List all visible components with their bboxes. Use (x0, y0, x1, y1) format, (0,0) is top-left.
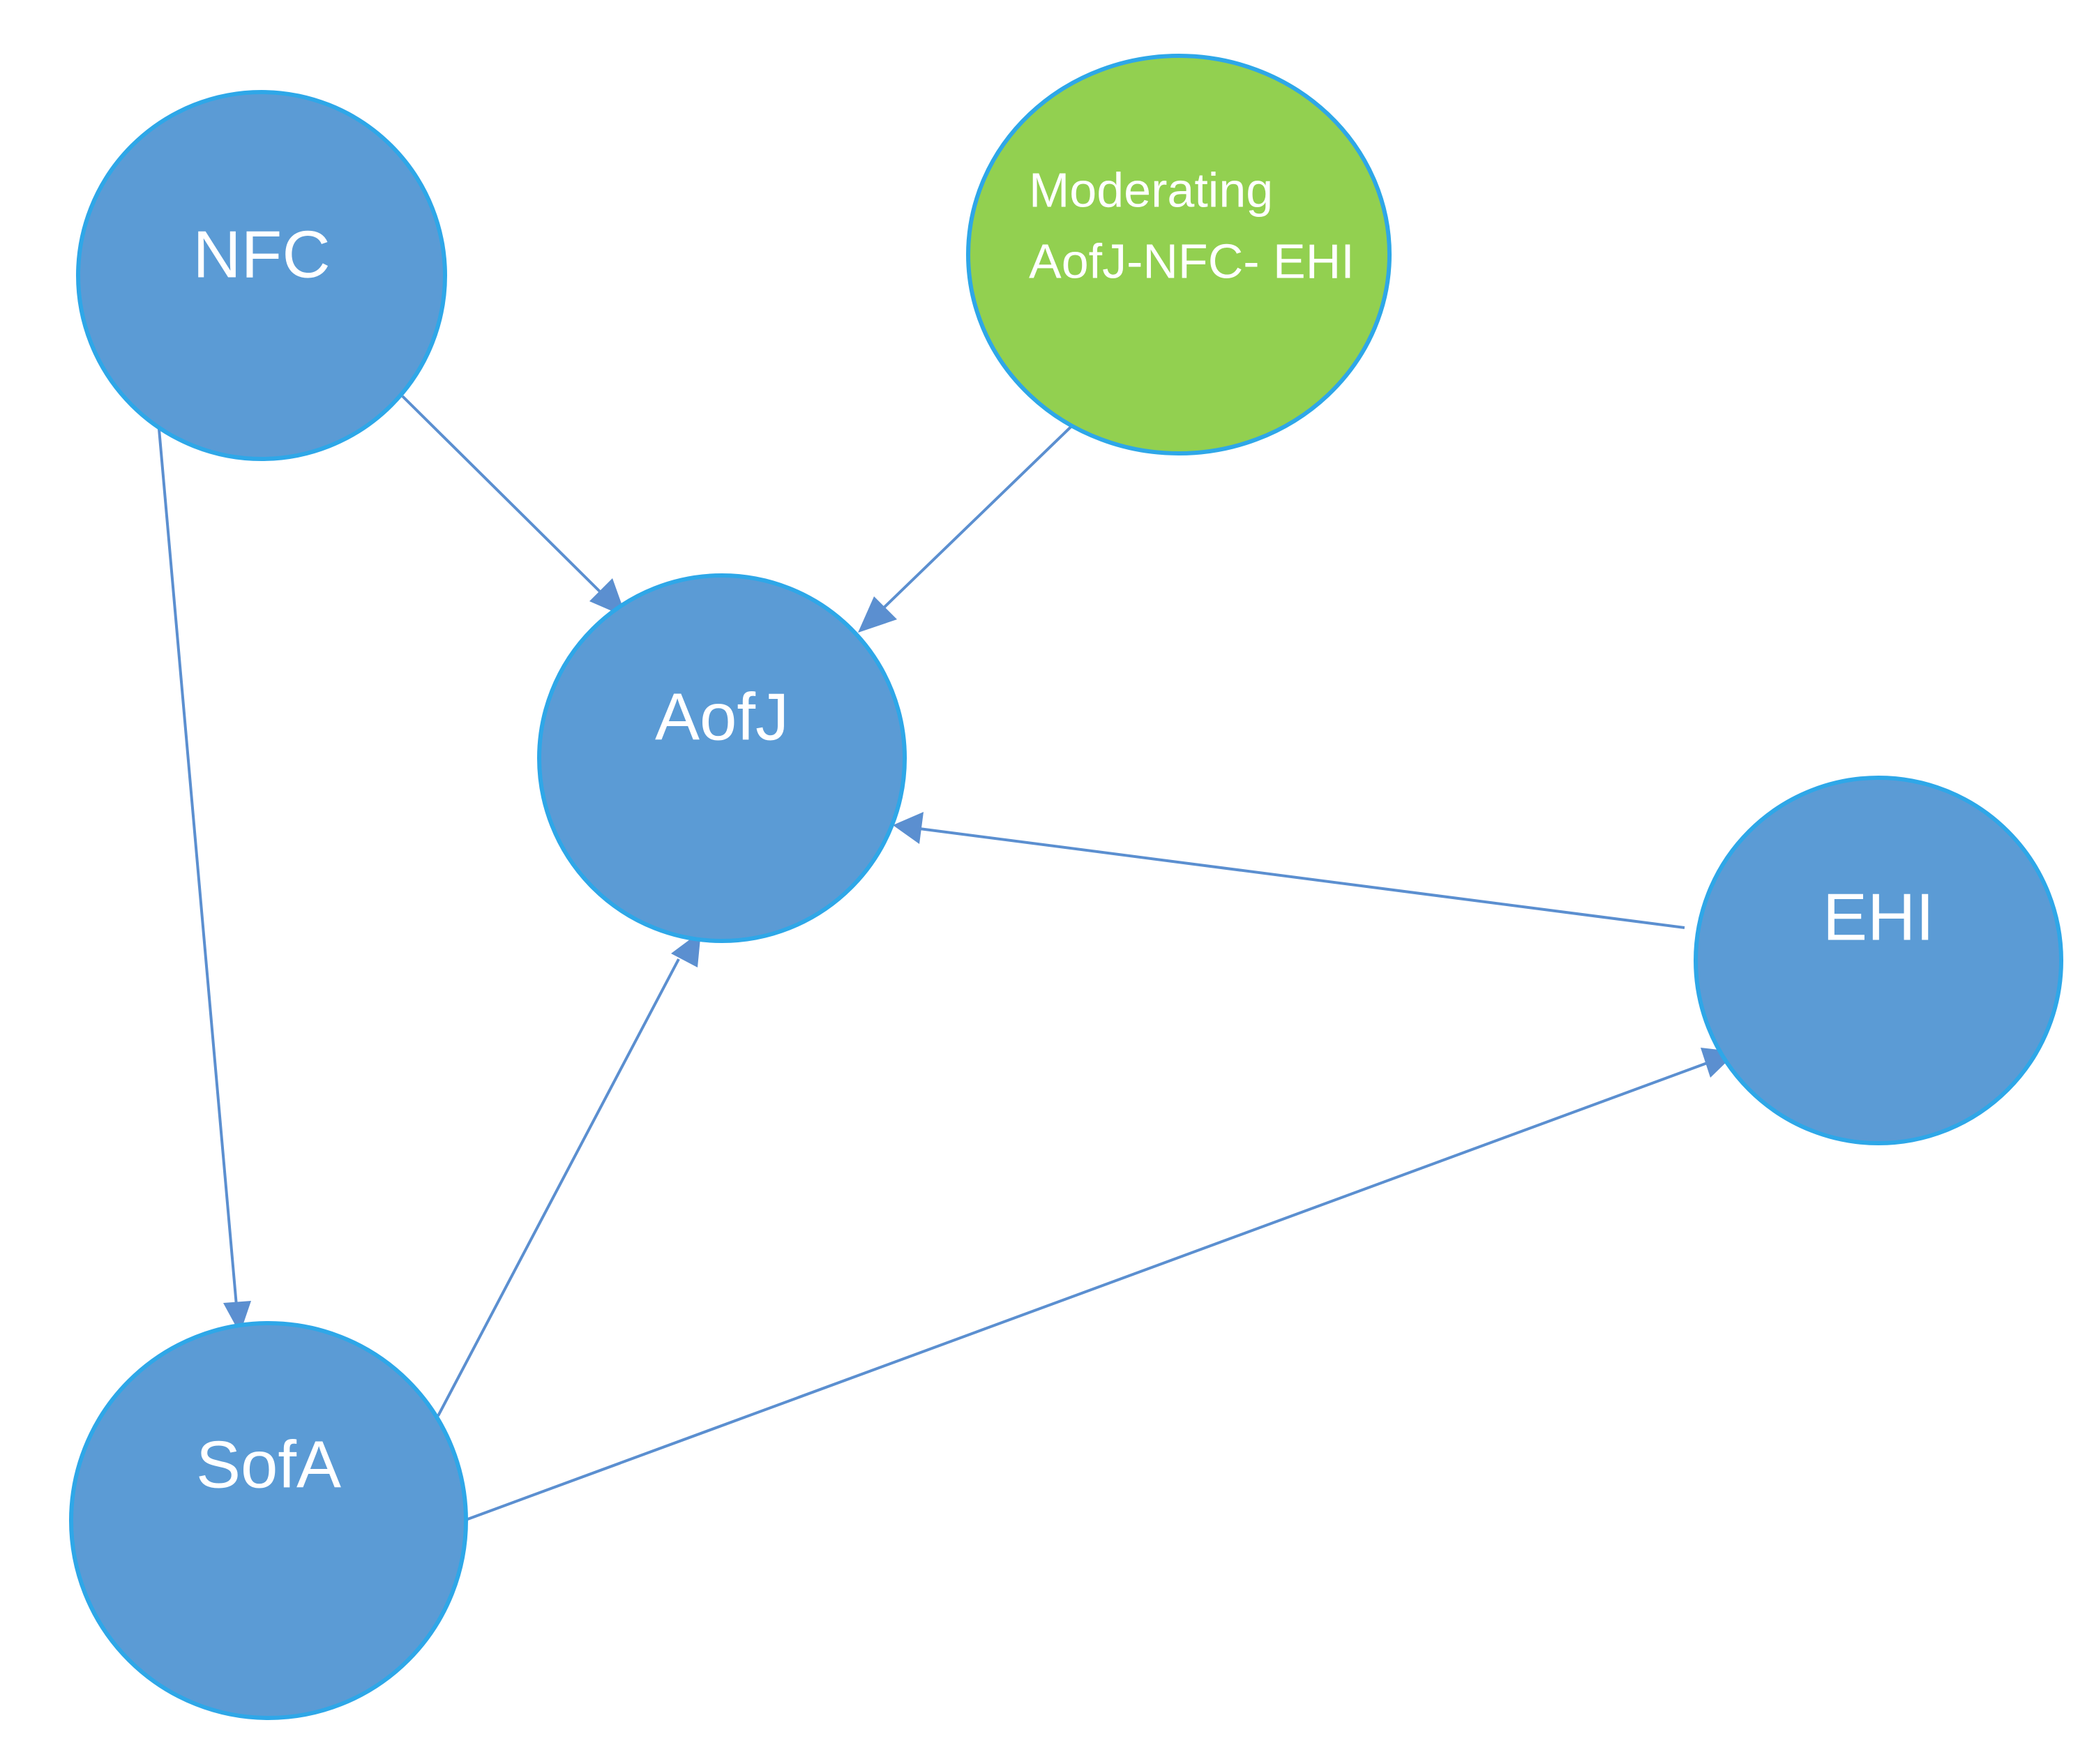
node-aofj: AofJ (537, 573, 907, 943)
node-moderating: Moderating AofJ-NFC- EHI (966, 54, 1392, 455)
node-aofj-circle (537, 573, 907, 943)
arrowhead-nfc-to-sofa (223, 1301, 251, 1334)
node-ehi-circle (1694, 776, 2063, 1145)
node-aofj-label: AofJ (655, 679, 789, 754)
node-nfc: NFC (76, 90, 447, 461)
edge-sofa-to-aofj (437, 958, 680, 1417)
edge-sofa-to-ehi (463, 1061, 1710, 1522)
node-nfc-label: NFC (193, 217, 330, 292)
arrowhead-ehi-to-aofj (893, 812, 924, 844)
node-moderating-label-line1: Moderating (1029, 163, 1273, 217)
node-group: NFC Moderating AofJ-NFC- EHI AofJ EHI So… (69, 54, 2063, 1720)
node-sofa-label: SofA (196, 1427, 341, 1502)
node-ehi: EHI (1694, 776, 2063, 1145)
node-sofa-circle (69, 1321, 468, 1720)
node-sofa: SofA (69, 1321, 468, 1720)
node-moderating-label-line2: AofJ-NFC- EHI (1029, 234, 1355, 288)
node-nfc-circle (76, 90, 447, 461)
node-moderating-circle (966, 54, 1392, 455)
edge-ehi-to-aofj (919, 827, 1685, 929)
edge-nfc-to-sofa (158, 428, 238, 1306)
node-ehi-label: EHI (1823, 880, 1934, 954)
arrowhead-moderating-to-aofj (858, 596, 897, 633)
edge-group (158, 368, 1737, 1522)
edge-nfc-to-aofj (401, 395, 608, 600)
